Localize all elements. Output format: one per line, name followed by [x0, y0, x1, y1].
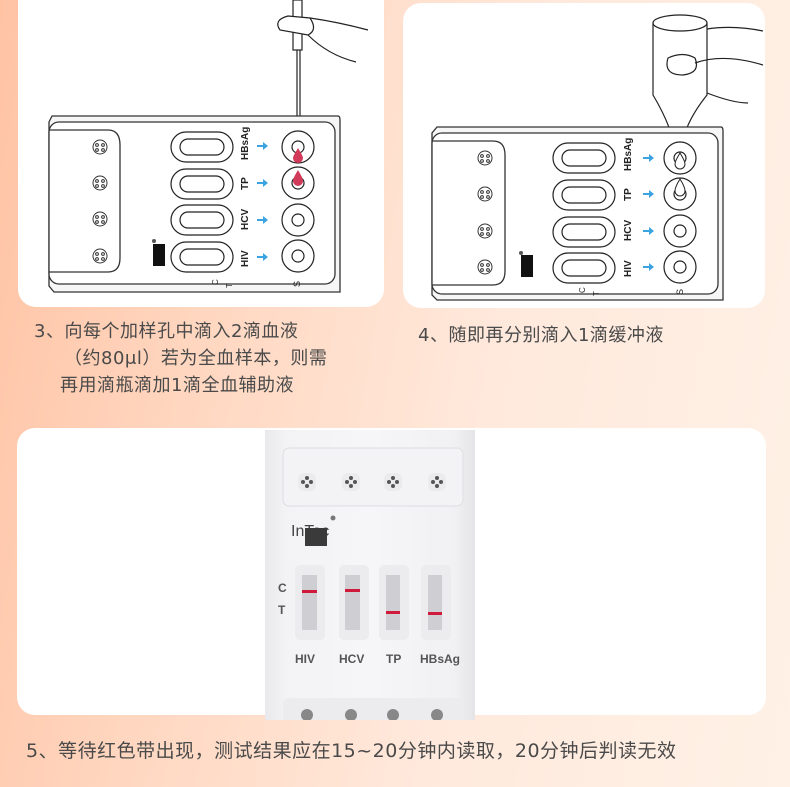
well-label-hcv: HCV	[240, 209, 251, 230]
t-label: T	[278, 603, 286, 617]
blood-drop-icons	[293, 148, 303, 186]
tp-test-band	[386, 611, 400, 614]
result-windows	[170, 131, 234, 273]
strip-label-hbsag: HBsAg	[420, 652, 460, 666]
test-cassette-outline	[48, 115, 341, 293]
step-5-caption: 5、等待红色带出现，测试结果应在15~20分钟内读取，20分钟后判读无效	[26, 738, 677, 765]
c-label: C	[578, 287, 587, 293]
sample-wells	[663, 141, 697, 284]
step-4-diagram: HBsAg TP HCV HIV C T S	[431, 14, 764, 301]
well-label-hiv: HIV	[240, 250, 251, 267]
sample-pad-dots	[477, 150, 493, 275]
arrow-icons	[257, 142, 268, 261]
step-3-line-3: 再用滴瓶滴加1滴全血辅助液	[60, 375, 294, 396]
pipette-hand-icon	[277, 0, 369, 130]
step-4-caption: 4、随即再分别滴入1滴缓冲液	[418, 322, 664, 349]
hbsag-test-band	[428, 612, 442, 615]
sample-pad-dots	[298, 473, 446, 491]
sample-pad-dots	[92, 139, 108, 264]
test-cassette-photo: InTec C T HIV HCV TP HBsAg	[265, 430, 475, 720]
c-label: C	[211, 279, 220, 285]
intec-logo-icon	[519, 251, 533, 277]
step-3-line-1: 3、向每个加样孔中滴入2滴血液	[34, 321, 299, 342]
hiv-control-band	[302, 590, 317, 593]
well-label-hbsag: HBsAg	[623, 138, 634, 171]
t-label: T	[225, 283, 234, 288]
step-5-line-1: 5、等待红色带出现，测试结果应在15~20分钟内读取，20分钟后判读无效	[26, 740, 677, 762]
step-3-illustration-card: HBsAg TP HCV HIV C T S	[18, 0, 384, 307]
hcv-control-band	[345, 589, 360, 592]
sample-wells	[281, 130, 315, 273]
well-label-hbsag: HBsAg	[240, 127, 251, 160]
step-3-caption: 3、向每个加样孔中滴入2滴血液 （约80μl）若为全血样本，则需 再用滴瓶滴加1…	[34, 318, 327, 399]
result-strips	[295, 565, 451, 640]
intec-brand-logo: InTec	[291, 515, 336, 546]
buffer-drop-icons	[674, 152, 686, 197]
s-label: S	[675, 289, 685, 295]
intec-logo-icon	[152, 239, 165, 266]
t-label: T	[592, 291, 601, 296]
well-label-hcv: HCV	[623, 220, 634, 241]
step-4-illustration-card: HBsAg TP HCV HIV C T S	[403, 3, 765, 308]
arrow-icons	[643, 154, 654, 271]
c-label: C	[278, 581, 287, 595]
well-label-tp: TP	[623, 188, 634, 201]
step-4-line-1: 4、随即再分别滴入1滴缓冲液	[418, 325, 664, 346]
well-label-hiv: HIV	[623, 260, 634, 277]
result-windows	[552, 142, 616, 284]
strip-label-hcv: HCV	[339, 652, 364, 666]
red-bands	[302, 589, 442, 615]
step-3-line-2: （约80μl）若为全血样本，则需	[64, 348, 328, 369]
strip-label-tp: TP	[386, 652, 401, 666]
step-3-diagram: HBsAg TP HCV HIV C T S	[48, 0, 369, 293]
s-label: S	[292, 281, 302, 287]
test-cassette-outline	[431, 126, 724, 301]
strip-label-hiv: HIV	[295, 652, 315, 666]
cassette-photo-drawing: InTec C T HIV HCV TP HBsAg	[278, 447, 464, 720]
well-label-tp: TP	[240, 177, 251, 190]
